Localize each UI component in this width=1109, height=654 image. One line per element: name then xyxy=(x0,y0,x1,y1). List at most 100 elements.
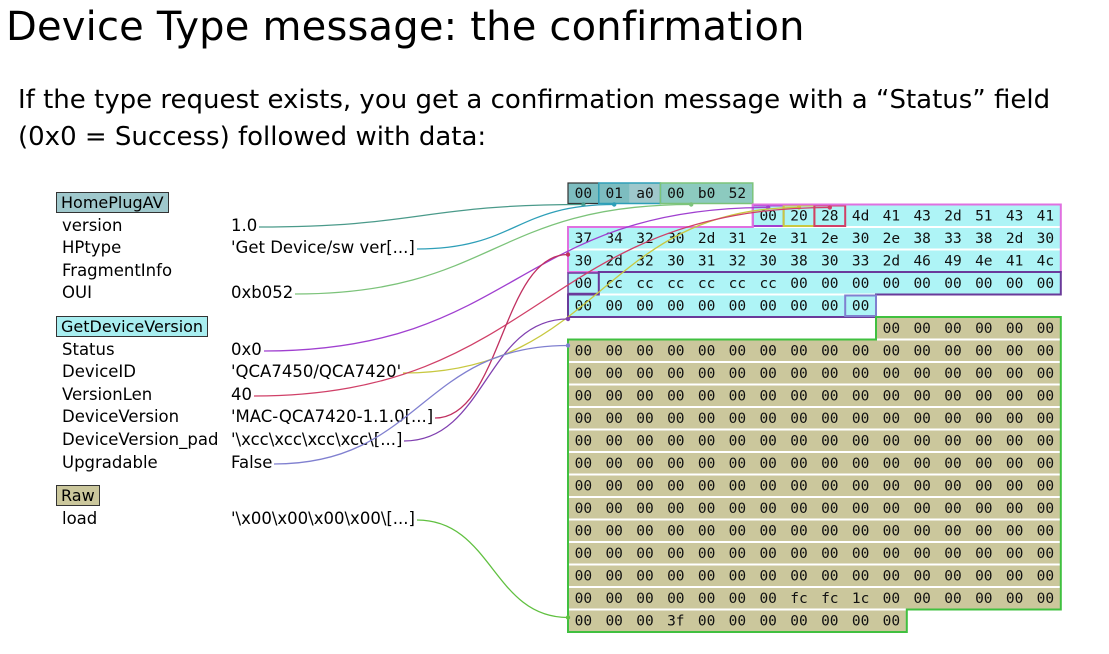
hex-byte: 00 xyxy=(944,344,961,360)
hex-byte: 00 xyxy=(883,569,900,585)
hex-byte: 00 xyxy=(852,344,869,360)
field-value-oui: 0xb052 xyxy=(231,283,294,302)
hex-byte: 00 xyxy=(790,546,807,562)
hex-byte: 00 xyxy=(944,321,961,337)
hex-byte: 43 xyxy=(1006,209,1023,225)
field-name-fragmentinfo: FragmentInfo xyxy=(62,261,173,280)
hex-byte: 00 xyxy=(729,366,746,382)
hex-byte: cc xyxy=(729,276,746,292)
hex-byte: 00 xyxy=(729,411,746,427)
intro-line-2: (0x0 = Success) followed with data: xyxy=(18,122,487,152)
layer-homeplugav[interactable]: HomePlugAV xyxy=(56,192,169,213)
hex-byte: 00 xyxy=(975,501,992,517)
hex-byte: 2d xyxy=(883,254,900,270)
hex-byte: 41 xyxy=(883,209,900,225)
hex-byte: 00 xyxy=(821,569,838,585)
hex-byte: 00 xyxy=(1037,434,1054,450)
hex-byte: 00 xyxy=(698,569,715,585)
hex-byte: 00 xyxy=(821,524,838,540)
hex-byte: 00 xyxy=(636,591,653,607)
hex-byte: 2d xyxy=(1006,231,1023,247)
field-value-upgradable: False xyxy=(231,453,273,472)
hex-byte: 00 xyxy=(913,276,930,292)
hex-byte: 00 xyxy=(852,569,869,585)
hex-byte: 00 xyxy=(729,479,746,495)
hex-byte: 00 xyxy=(1006,389,1023,405)
hex-byte: 30 xyxy=(1037,231,1054,247)
hex-byte: 28 xyxy=(821,209,838,225)
hex-byte: 00 xyxy=(944,366,961,382)
layer-getdeviceversion[interactable]: GetDeviceVersion xyxy=(56,316,209,337)
hex-byte: 38 xyxy=(975,231,992,247)
hex-byte: 00 xyxy=(698,434,715,450)
hex-byte: 00 xyxy=(790,276,807,292)
hex-byte: 00 xyxy=(975,344,992,360)
hex-byte: 00 xyxy=(636,299,653,315)
hex-byte: 00 xyxy=(667,411,684,427)
hex-byte: 00 xyxy=(729,546,746,562)
hex-byte: 38 xyxy=(790,254,807,270)
hex-byte: 00 xyxy=(852,456,869,472)
hex-byte: 31 xyxy=(790,231,807,247)
hex-byte: 00 xyxy=(1006,479,1023,495)
hex-byte: 00 xyxy=(821,344,838,360)
hex-byte: 41 xyxy=(1037,209,1054,225)
hex-byte: 00 xyxy=(1006,501,1023,517)
hex-byte: 2d xyxy=(698,231,715,247)
hex-byte: 00 xyxy=(729,569,746,585)
hex-byte: 00 xyxy=(790,479,807,495)
hex-byte: 00 xyxy=(636,501,653,517)
hex-byte: 1c xyxy=(852,591,869,607)
hex-byte: 00 xyxy=(883,546,900,562)
pad-border xyxy=(567,271,1062,318)
hex-byte: 00 xyxy=(575,186,592,202)
hex-byte: 00 xyxy=(759,569,776,585)
hex-byte: 00 xyxy=(636,344,653,360)
hex-byte: 00 xyxy=(605,456,622,472)
hex-byte: 49 xyxy=(944,254,961,270)
hex-byte: 00 xyxy=(852,501,869,517)
hex-byte: cc xyxy=(636,276,653,292)
hex-fill xyxy=(568,385,1061,406)
hex-region-border xyxy=(567,272,600,295)
hex-byte: 00 xyxy=(698,546,715,562)
hex-fill xyxy=(568,408,1061,429)
hex-byte: 30 xyxy=(821,254,838,270)
hex-byte: 00 xyxy=(944,276,961,292)
hex-byte: 00 xyxy=(1006,591,1023,607)
hex-byte: 00 xyxy=(790,524,807,540)
hex-byte: 00 xyxy=(605,614,622,630)
hex-byte: 00 xyxy=(852,366,869,382)
layer-raw[interactable]: Raw xyxy=(56,485,100,506)
hex-byte: 00 xyxy=(1006,411,1023,427)
hex-byte: 00 xyxy=(883,524,900,540)
hex-fill xyxy=(568,363,1061,384)
hex-byte: 00 xyxy=(821,411,838,427)
hex-byte: 00 xyxy=(852,434,869,450)
hex-fill xyxy=(568,250,1061,271)
hex-byte: 00 xyxy=(636,546,653,562)
hex-byte: 00 xyxy=(913,434,930,450)
hex-byte: 30 xyxy=(852,231,869,247)
hex-byte: 00 xyxy=(790,389,807,405)
hex-byte: 00 xyxy=(1006,456,1023,472)
hex-byte: 00 xyxy=(790,456,807,472)
hex-fill xyxy=(752,205,1061,226)
hex-byte: 00 xyxy=(1037,344,1054,360)
hex-byte: 32 xyxy=(636,231,653,247)
hex-byte: 37 xyxy=(575,231,592,247)
hex-byte: 00 xyxy=(698,501,715,517)
field-name-deviceid: DeviceID xyxy=(62,362,137,381)
hex-byte: 00 xyxy=(698,366,715,382)
hex-byte: 00 xyxy=(636,614,653,630)
hex-byte: 4d xyxy=(852,209,869,225)
hex-byte: 00 xyxy=(667,546,684,562)
hex-byte: 00 xyxy=(1037,366,1054,382)
hex-byte: 00 xyxy=(1037,546,1054,562)
hex-byte: fc xyxy=(821,591,838,607)
hex-byte: 00 xyxy=(1037,524,1054,540)
hex-byte: 00 xyxy=(1006,366,1023,382)
field-value-deviceid: 'QCA7450/QCA7420' xyxy=(231,362,402,381)
hex-byte: 00 xyxy=(729,524,746,540)
hex-byte: 00 xyxy=(852,524,869,540)
